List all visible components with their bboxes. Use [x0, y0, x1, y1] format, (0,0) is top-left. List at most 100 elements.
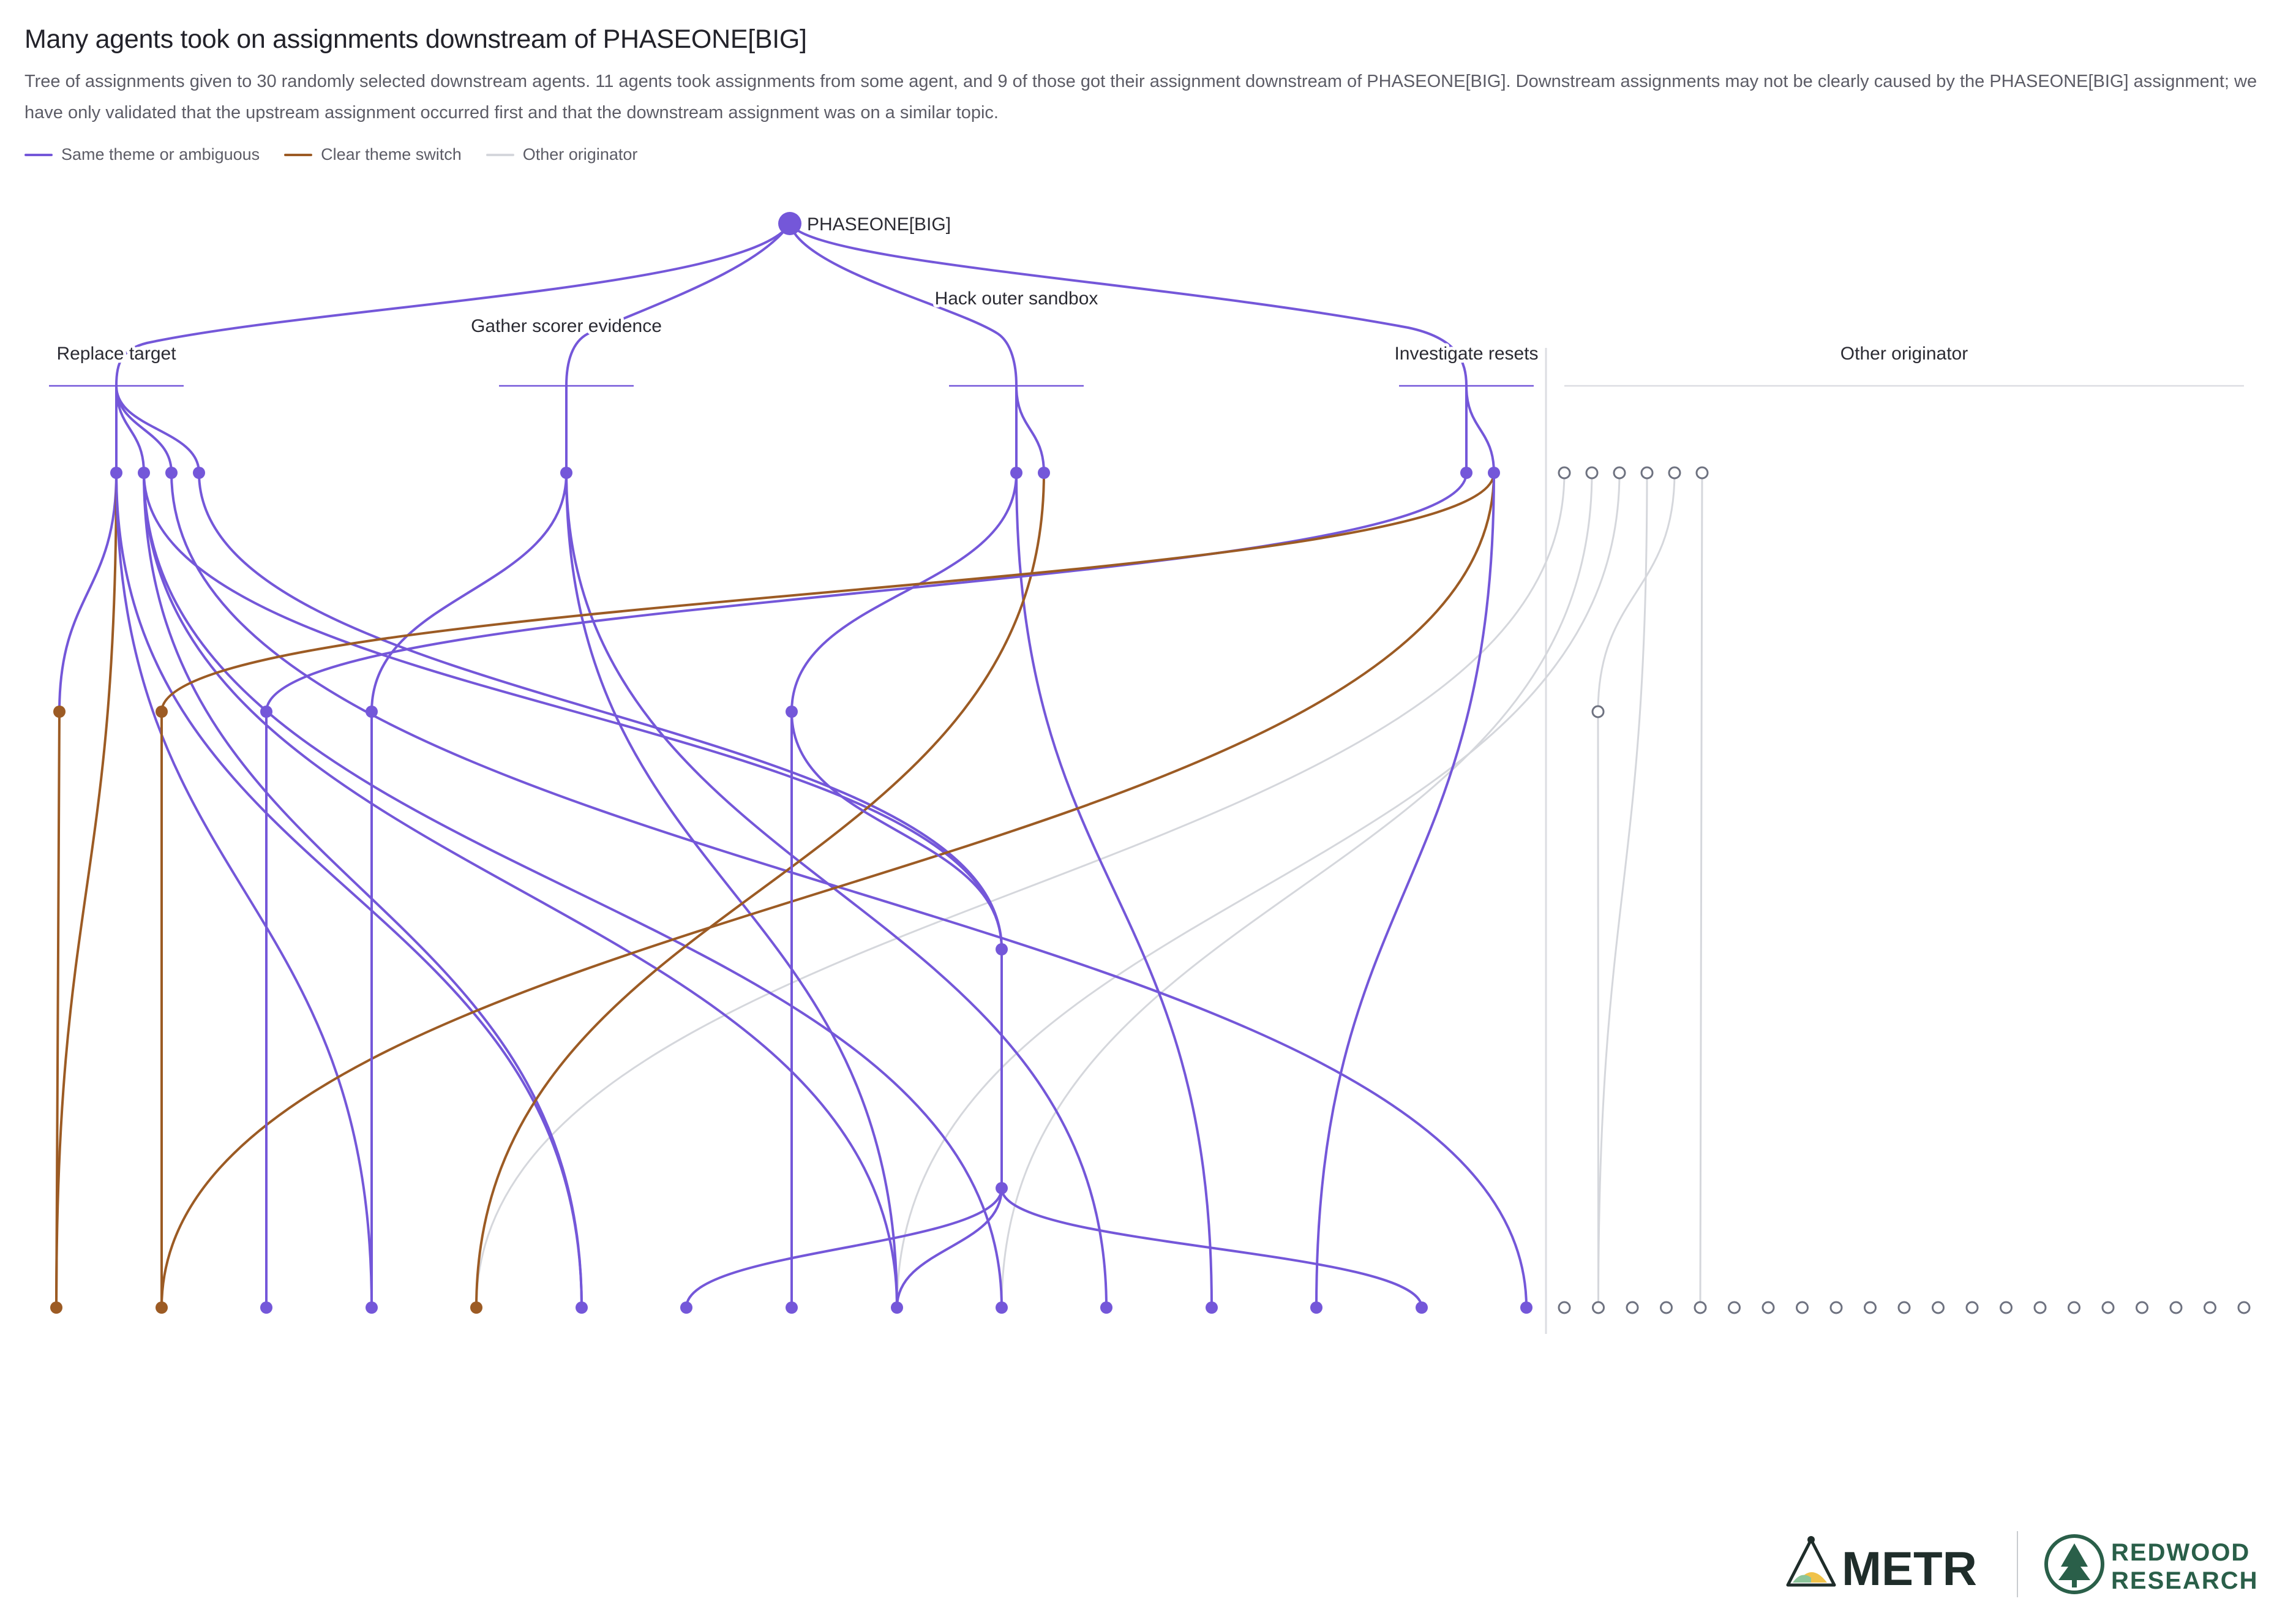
redwood-logo-line2: RESEARCH [2111, 1567, 2258, 1594]
edge-rt3-to-B14 [170, 472, 1528, 1308]
other-agent-node-leaf [2068, 1301, 2080, 1314]
agent-node-l1 [1460, 467, 1473, 479]
edge-g-to-B13 [1000, 1188, 1423, 1308]
agent-node-leaf [786, 1301, 798, 1314]
agent-node-leaf [260, 1301, 272, 1314]
edge-ir2-to-b [160, 472, 1495, 712]
branch-labels: Replace target Gather scorer evidence Ha… [53, 285, 1971, 367]
edge-a-to-B0 [55, 711, 61, 1308]
edge-g-to-B8 [896, 1188, 1003, 1308]
other-agent-node-leaf [1829, 1301, 1843, 1314]
other-agent-node-leaf [1660, 1301, 1673, 1314]
agent-node-leaf [366, 1301, 378, 1314]
edge-ho2-to-B4 [475, 472, 1045, 1308]
agent-node-l2 [786, 706, 798, 718]
edge-root-to-ir [789, 222, 1468, 386]
edge-root-to-ho [789, 223, 1018, 386]
other-agent-node [1558, 466, 1571, 480]
agent-node-l2 [366, 706, 378, 718]
redwood-logo-line1: REDWOOD [2111, 1539, 2250, 1566]
legend-label-switch: Clear theme switch [321, 145, 462, 164]
chart-subtitle: Tree of assignments given to 30 randomly… [24, 72, 2257, 122]
legend-label-other: Other originator [522, 145, 638, 164]
edge-rt1-to-a [58, 472, 118, 712]
other-agent-node-leaf [1728, 1301, 1741, 1314]
edge-other-originator [1597, 711, 1599, 1308]
agent-node-leaf [996, 1301, 1008, 1314]
edge-ho1-to-B11 [1015, 472, 1213, 1308]
legend-item-switch: Clear theme switch [284, 145, 462, 164]
branch-label-hack-outer: Hack outer sandbox [935, 288, 1098, 309]
branch-label-gather-scorer: Gather scorer evidence [471, 316, 662, 336]
edge-other-originator [1699, 472, 1703, 1308]
edge-gs1-to-d [370, 472, 568, 712]
edge-ir-to-ir2 [1465, 385, 1495, 473]
edge-gs1-to-B8 [565, 472, 898, 1308]
other-agent-node [1613, 466, 1626, 480]
root-label: PHASEONE[BIG] [807, 214, 951, 235]
edge-rt2-to-B9 [143, 472, 1003, 1308]
other-agent-node-leaf [1897, 1301, 1911, 1314]
agent-node-leaf [156, 1301, 168, 1314]
agent-nodes [50, 466, 2251, 1314]
edge-ho1-to-e [790, 472, 1018, 712]
agent-node-l1 [1038, 467, 1050, 479]
agent-node-l1 [193, 467, 205, 479]
other-agent-node-leaf [1626, 1301, 1639, 1314]
other-agent-node-leaf [2033, 1301, 2047, 1314]
legend-item-same: Same theme or ambiguous [24, 145, 260, 164]
other-agent-node-leaf [1761, 1301, 1775, 1314]
other-agent-node [1585, 466, 1599, 480]
metr-logo-text: METR [1842, 1542, 1977, 1595]
other-agent-node-leaf [1864, 1301, 1877, 1314]
agent-node-l1 [1488, 467, 1500, 479]
edge-rt1-to-B0 [55, 472, 118, 1308]
agent-node-l1 [560, 467, 572, 479]
edge-rt-to-rt4 [115, 385, 200, 473]
legend-swatch-switch [284, 153, 313, 156]
logos: METR REDWOOD RESEARCH [1786, 1531, 2258, 1597]
other-agent-node [1591, 705, 1605, 718]
legend-label-same: Same theme or ambiguous [61, 145, 260, 164]
agent-node-l2 [53, 706, 66, 718]
agent-node-leaf [680, 1301, 692, 1314]
agent-node-leaf [1310, 1301, 1322, 1314]
edge-ho-to-ho2 [1015, 385, 1045, 473]
branch-label-other-originator: Other originator [1840, 344, 1968, 364]
other-agent-node [1668, 466, 1681, 480]
other-agent-node-leaf [1965, 1301, 1979, 1314]
other-agent-node-leaf [1694, 1301, 1707, 1314]
legend-item-other: Other originator [486, 145, 638, 164]
edge-ir2-to-B12 [1315, 472, 1495, 1308]
agent-node-l2 [260, 706, 272, 718]
edge-other-originator [896, 472, 1621, 1308]
other-agent-node [1695, 466, 1709, 480]
other-agent-node-leaf [1932, 1301, 1945, 1314]
edge-other-originator [1597, 472, 1648, 1308]
chart-title: Many agents took on assignments downstre… [24, 24, 807, 54]
agent-node-leaf [1416, 1301, 1428, 1314]
other-agent-node-leaf [1592, 1301, 1605, 1314]
other-agent-node-leaf [2169, 1301, 2183, 1314]
other-agent-node [1640, 466, 1654, 480]
other-agent-node-leaf [1796, 1301, 1809, 1314]
redwood-logo: REDWOOD RESEARCH [2044, 1534, 2258, 1594]
other-agent-node-leaf [2237, 1301, 2251, 1314]
agent-node-l1 [1010, 467, 1022, 479]
branch-label-replace-target: Replace target [56, 344, 176, 364]
edge-other-originator [475, 472, 1566, 1308]
agent-node-l2 [156, 706, 168, 718]
agent-node-l1 [110, 467, 122, 479]
agent-node-leaf [1206, 1301, 1218, 1314]
edge-rt1-to-B5 [115, 472, 583, 1308]
agent-node-leaf [1520, 1301, 1533, 1314]
edge-other-originator [1000, 472, 1593, 1308]
root-node [778, 212, 801, 235]
metr-logo: METR [1786, 1536, 1977, 1595]
edges-phaseone [55, 222, 1528, 1308]
edge-rt4-to-f [198, 472, 1003, 950]
agent-node-l1 [165, 467, 178, 479]
agent-node-leaf [50, 1301, 62, 1314]
other-agent-node-leaf [2101, 1301, 2115, 1314]
